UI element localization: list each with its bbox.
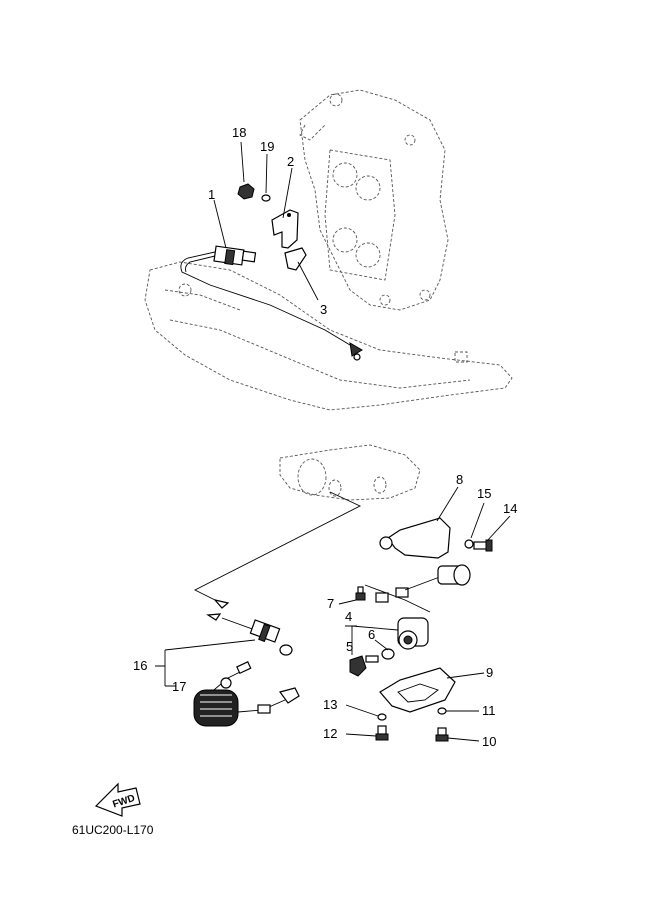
callout-3: 3 (320, 302, 327, 317)
leader-lines (155, 141, 511, 742)
callout-5: 5 (346, 639, 353, 654)
switch-harness (364, 564, 471, 613)
callout-15: 15 (477, 486, 491, 501)
forward-arrow-icon: FWD (94, 782, 141, 817)
callout-18: 18 (232, 125, 246, 140)
washer-15 (464, 539, 474, 549)
screw-12 (375, 725, 389, 741)
nut-6 (381, 648, 395, 660)
lower-cowling-outline (144, 261, 513, 411)
washer-11 (437, 707, 447, 715)
callout-4: 4 (345, 609, 352, 624)
callout-13: 13 (323, 697, 337, 712)
callout-10: 10 (482, 734, 496, 749)
lanyard-cord-17 (193, 661, 300, 727)
cover-8 (379, 517, 451, 559)
clip-3 (284, 247, 307, 271)
bracket-housing-outline (279, 444, 421, 501)
key-5 (349, 655, 379, 677)
bolt-14 (473, 539, 493, 552)
plate-9 (379, 667, 456, 713)
screw-10 (435, 727, 449, 742)
screw-7 (355, 586, 366, 601)
washer-19 (261, 194, 271, 202)
callout-12: 12 (323, 726, 337, 741)
callout-9: 9 (486, 665, 493, 680)
callout-11: 11 (482, 703, 496, 718)
callout-8: 8 (456, 472, 463, 487)
callout-17: 17 (172, 679, 186, 694)
callout-16: 16 (133, 658, 147, 673)
switch-4 (397, 617, 429, 650)
diagram-code: 61UC200-L170 (72, 823, 154, 837)
bracket-2 (271, 209, 299, 249)
washer-13 (377, 713, 387, 721)
bolt-18 (237, 183, 255, 200)
callout-6: 6 (368, 627, 375, 642)
callout-1: 1 (208, 187, 215, 202)
callout-14: 14 (503, 501, 517, 516)
engine-block-outline (299, 89, 449, 311)
callout-19: 19 (260, 139, 274, 154)
lanyard-switch-16 (206, 598, 293, 656)
callout-7: 7 (327, 596, 334, 611)
callout-labels: 18 19 2 1 3 8 15 14 7 4 6 5 9 11 10 13 1… (133, 125, 517, 749)
sensor-1 (180, 245, 363, 361)
callout-2: 2 (287, 154, 294, 169)
